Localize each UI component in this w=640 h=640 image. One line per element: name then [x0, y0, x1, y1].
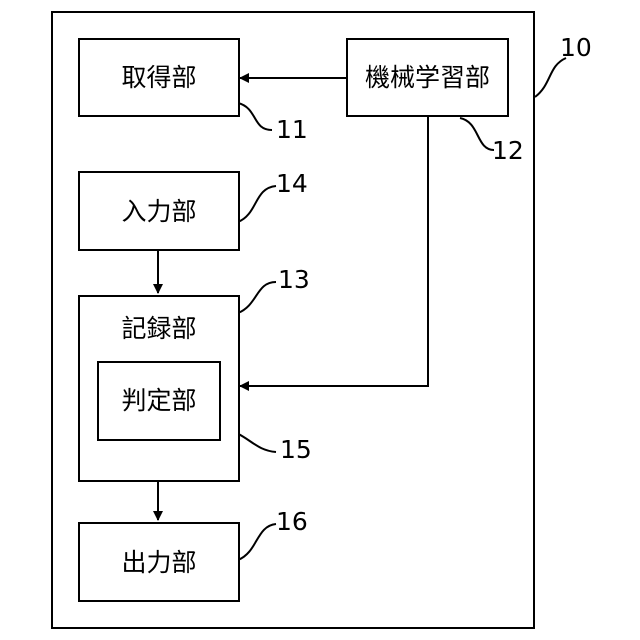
ref-14: 14 — [276, 170, 308, 198]
leader-16 — [238, 524, 276, 560]
ref-10: 10 — [560, 34, 592, 62]
ref-11: 11 — [276, 116, 308, 144]
leader-14 — [238, 186, 276, 222]
machine-learning-block: 機械学習部 — [346, 38, 509, 117]
leader-11 — [238, 103, 272, 130]
determination-label: 判定部 — [99, 386, 219, 416]
acquisition-block: 取得部 — [78, 38, 240, 117]
output-block: 出力部 — [78, 522, 240, 602]
leader-12 — [460, 118, 494, 150]
recording-label: 記録部 — [80, 314, 238, 344]
acquisition-label: 取得部 — [80, 63, 238, 93]
recording-block: 記録部 判定部 — [78, 295, 240, 482]
ref-16: 16 — [276, 508, 308, 536]
leader-10 — [535, 58, 566, 97]
input-block: 入力部 — [78, 171, 240, 251]
arrow-ml-to-recording — [240, 117, 428, 386]
input-label: 入力部 — [80, 197, 238, 227]
ref-13: 13 — [278, 266, 310, 294]
output-label: 出力部 — [80, 548, 238, 578]
ref-12: 12 — [492, 137, 524, 165]
ref-15: 15 — [280, 436, 312, 464]
determination-block: 判定部 — [97, 361, 221, 441]
leader-13 — [238, 282, 276, 313]
machine-learning-label: 機械学習部 — [348, 63, 507, 93]
